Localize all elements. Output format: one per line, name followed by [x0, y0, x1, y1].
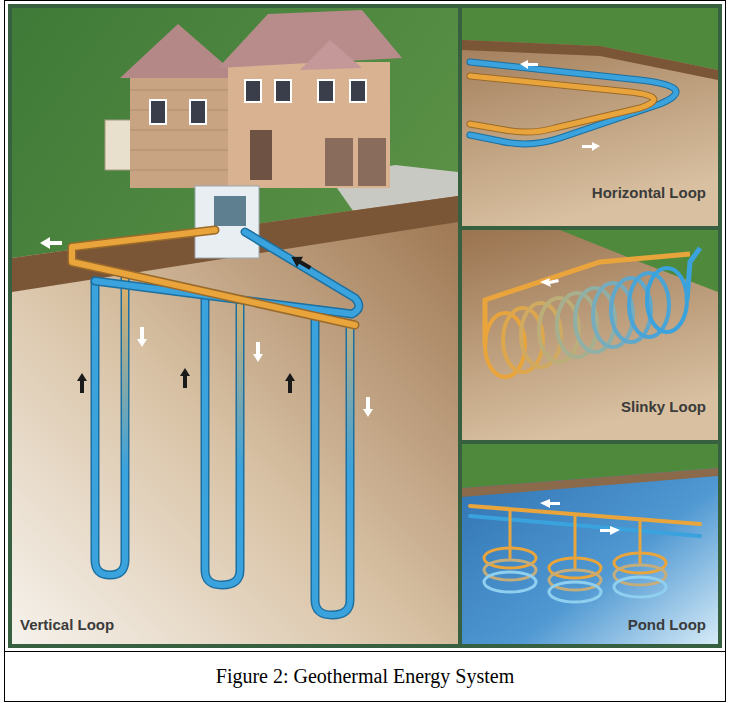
- house: [350, 80, 366, 102]
- slinky-coils: [485, 248, 700, 377]
- basement-unit: [195, 186, 259, 258]
- vertical-loop-pipes: [315, 313, 350, 615]
- vertical-loop-pipes: [315, 313, 350, 615]
- slinky-coils: [485, 254, 690, 345]
- pond-pipes: [470, 516, 700, 536]
- vertical-loop-scene: [12, 8, 458, 644]
- pond-pipes: [470, 506, 700, 524]
- pond-coils: [614, 565, 666, 585]
- vertical-loop-scene: [12, 196, 458, 644]
- pond-loop-scene: [462, 444, 718, 644]
- house: [130, 130, 230, 131]
- pond-coils: [549, 570, 601, 590]
- figure-frame: [8, 4, 722, 648]
- horizontal-loop-scene: [520, 60, 538, 69]
- vertical-loop-pipes: [72, 230, 355, 325]
- vertical-loop-pipes: [72, 230, 355, 325]
- house: [275, 80, 291, 102]
- figure-frame: [5, 1, 726, 702]
- slinky-loop-scene: [540, 278, 559, 287]
- pond-coils: [484, 548, 536, 568]
- flow-arrows: [363, 397, 373, 417]
- house: [130, 72, 230, 188]
- loop-panel: Pond Loop: [462, 444, 718, 644]
- loop-panel: Horizontal Loop: [462, 8, 718, 226]
- pond-loop-scene: [540, 499, 560, 508]
- figure-frame: [5, 1, 726, 702]
- slinky-coils: [647, 268, 687, 332]
- flow-arrows: [285, 373, 295, 393]
- basement-unit: [195, 186, 259, 258]
- horizontal-loop-scene: [462, 8, 718, 226]
- house: [105, 10, 402, 188]
- pond-loop-scene: [462, 444, 718, 644]
- house: [130, 150, 230, 151]
- pond-coils: [614, 577, 666, 597]
- basement-unit: [214, 196, 246, 226]
- flow-arrows: [77, 373, 87, 393]
- pond-coils: [549, 582, 601, 602]
- horizontal-loop-pipes: [470, 62, 676, 144]
- pond-loop-scene: [600, 526, 620, 535]
- house: [130, 110, 230, 111]
- horizontal-loop-scene: [462, 8, 718, 226]
- house: [120, 24, 240, 78]
- slinky-loop-scene: [462, 230, 718, 440]
- horizontal-loop-scene: [582, 142, 600, 151]
- figure-frame: [5, 651, 726, 652]
- panel-label: Horizontal Loop: [592, 184, 706, 202]
- house: [228, 62, 390, 188]
- pond-coils: [484, 560, 536, 580]
- flow-arrows: [253, 342, 263, 362]
- vertical-loop-pipes: [205, 297, 240, 585]
- house: [130, 90, 230, 91]
- panel-label: Pond Loop: [628, 616, 706, 634]
- horizontal-loop-pipes: [470, 62, 676, 144]
- vertical-loop-pipes: [72, 230, 359, 615]
- house: [150, 100, 166, 124]
- flow-arrows: [40, 237, 62, 249]
- horizontal-loop-pipes: [470, 62, 676, 144]
- figure-caption-box: Figure 2: Geothermal Energy System: [5, 653, 725, 699]
- pond-coils: [614, 553, 666, 573]
- pond-coils: [484, 548, 666, 602]
- house: [218, 10, 402, 68]
- flow-arrows: [137, 327, 147, 347]
- house: [130, 170, 230, 171]
- pond-loop-scene: [462, 468, 718, 497]
- horizontal-loop-scene: [462, 8, 718, 70]
- vertical-loop-pipes: [95, 274, 125, 575]
- panel-label: Vertical Loop: [20, 616, 114, 634]
- loop-panel: Vertical Loop: [12, 8, 458, 644]
- flow-arrows: [288, 252, 313, 273]
- vertical-loop-scene: [12, 8, 458, 644]
- loop-panel: Slinky Loop: [462, 230, 718, 440]
- house: [300, 40, 362, 70]
- slinky-loop-scene: [462, 230, 718, 440]
- horizontal-loop-pipes: [470, 76, 654, 132]
- house: [325, 138, 353, 186]
- horizontal-loop-pipes: [470, 76, 654, 132]
- house: [358, 138, 386, 186]
- panel-label: Slinky Loop: [621, 398, 706, 416]
- house: [190, 100, 206, 124]
- house: [250, 130, 272, 180]
- pond-coils: [549, 558, 601, 578]
- flow-arrows: [180, 368, 190, 388]
- vertical-loop-pipes: [95, 274, 125, 575]
- flow-arrows: [40, 237, 373, 417]
- vertical-loop-pipes: [205, 297, 240, 585]
- house: [245, 80, 261, 102]
- figure-caption: Figure 2: Geothermal Energy System: [216, 665, 514, 687]
- pond-coils: [484, 572, 536, 592]
- house: [318, 80, 334, 102]
